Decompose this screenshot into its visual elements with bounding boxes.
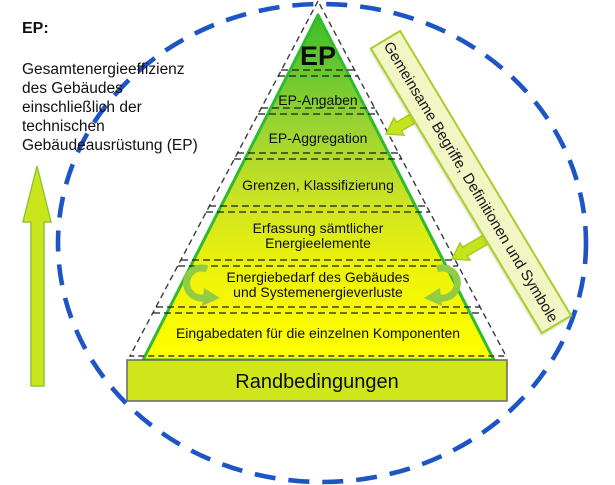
layer-label-ep-angaben: EP-Angaben [278,92,357,108]
layer-label-eingabedaten: Eingabedaten für die einzelnen Komponent… [176,325,460,341]
legend-block: EP: Gesamtenergieeffizienz des Gebäudes … [22,20,227,155]
layer-dividers [153,69,483,314]
layer-label-ep-aggregation: EP-Aggregation [269,130,368,146]
legend-line: Gebäudeausrüstung (EP) [22,137,198,154]
legend-line: technischen [22,118,105,135]
up-arrow-icon [22,165,52,387]
layer-label-erfassung-line1: Erfassung sämtlicher [253,220,384,236]
cycle-arrow-right-icon [424,264,461,306]
base-bar [126,359,508,402]
layer-label-erfassung-line2: Energieelemente [265,235,371,251]
cycle-arrow-left-icon [183,264,220,306]
scope-ellipse [55,1,589,485]
pyramid-apex-label: EP [300,41,336,71]
legend-line: des Gebäudes [22,80,123,97]
layer-label-energiebedarf-line1: Energiebedarf des Gebäudes [227,269,410,285]
legend-line: Gesamtenergieeffizienz [22,61,185,78]
pyramid-dashed-outline [128,0,508,357]
base-bar-label: Randbedingungen [235,371,399,393]
layer-label-grenzen: Grenzen, Klassifizierung [242,177,394,193]
legend-line: einschließlich der [22,99,142,116]
legend-title: EP: [22,20,49,37]
layer-label-energiebedarf-line2: und Systemenergieverluste [233,284,403,300]
